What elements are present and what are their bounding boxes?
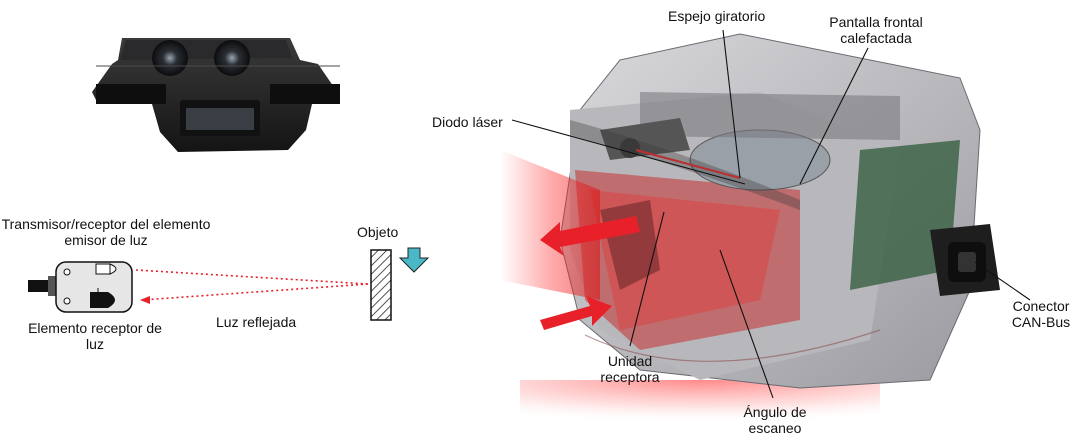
transmitter-label: Transmisor/receptor del elemento emisor … — [1, 216, 211, 248]
object-label: Objeto — [357, 224, 399, 240]
can-connector-label: Conector CAN-Bus — [1011, 298, 1071, 330]
device-photo — [92, 38, 340, 152]
reflected-beam — [141, 283, 369, 301]
lens-left — [152, 40, 188, 76]
receiver-label: Elemento receptor de luz — [28, 320, 162, 352]
receiver-element — [90, 292, 115, 308]
scanner-cutaway — [500, 29, 1031, 424]
circuit-board — [850, 140, 960, 290]
emitted-light — [500, 150, 600, 300]
laser-diode — [620, 138, 640, 158]
outgoing-arrow — [540, 216, 640, 256]
reflected-light-label: Luz reflejada — [216, 314, 297, 330]
laser-diode-label: Diodo láser — [432, 114, 503, 130]
lens-right — [214, 40, 250, 76]
receiver-unit-label: Unidad receptora — [600, 353, 660, 385]
heated-front-label: Pantalla frontal calefactada — [829, 14, 923, 46]
down-arrow-icon — [398, 247, 430, 273]
rotating-mirror-label: Espejo giratorio — [668, 8, 766, 24]
principle-diagram — [28, 247, 430, 321]
emitted-beam — [135, 269, 369, 285]
cable-plug — [28, 280, 50, 292]
object-target — [370, 249, 392, 321]
incoming-arrow — [540, 296, 612, 330]
scan-angle-label: Ángulo de escaneo — [743, 404, 807, 436]
rotating-mirror — [689, 129, 831, 191]
